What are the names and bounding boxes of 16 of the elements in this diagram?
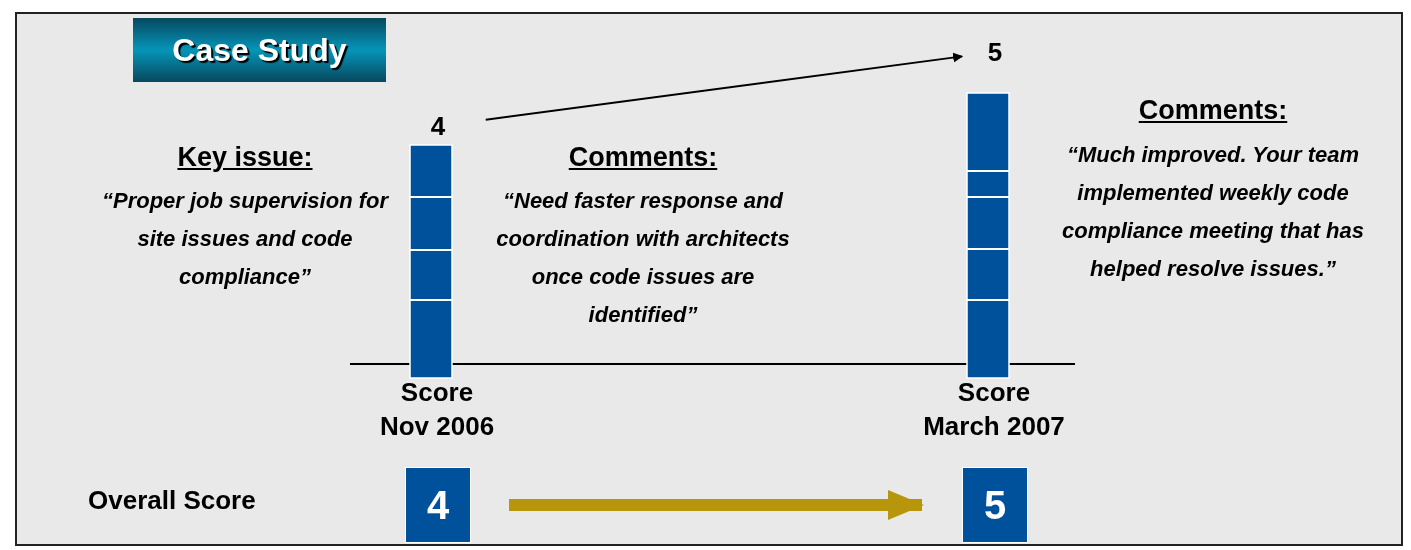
title-banner: Case Study	[133, 18, 386, 82]
score-box: 5	[962, 467, 1028, 543]
arrow	[484, 52, 964, 121]
quote-text: “Proper job supervision for site issues and code compliance”	[101, 188, 388, 289]
section-heading: Comments:	[568, 142, 718, 172]
arrow	[509, 490, 924, 520]
score-label: Score Nov 2006	[379, 377, 495, 441]
section-heading: Comments:	[1138, 95, 1288, 125]
score-value: 4	[420, 110, 456, 142]
quote-text: “Much improved. Your team implemented weekly code compliance meeting that has helped resolve issues.”	[1062, 142, 1364, 281]
score-value: 5	[977, 36, 1013, 68]
score-box: 4	[405, 467, 471, 543]
row-label: Overall Score	[88, 485, 256, 515]
section-heading: Key issue:	[177, 142, 313, 172]
quote-text: “Need faster response and coordination with architects once code issues are identified”	[496, 188, 790, 327]
score-label: Score March 2007	[923, 377, 1065, 441]
